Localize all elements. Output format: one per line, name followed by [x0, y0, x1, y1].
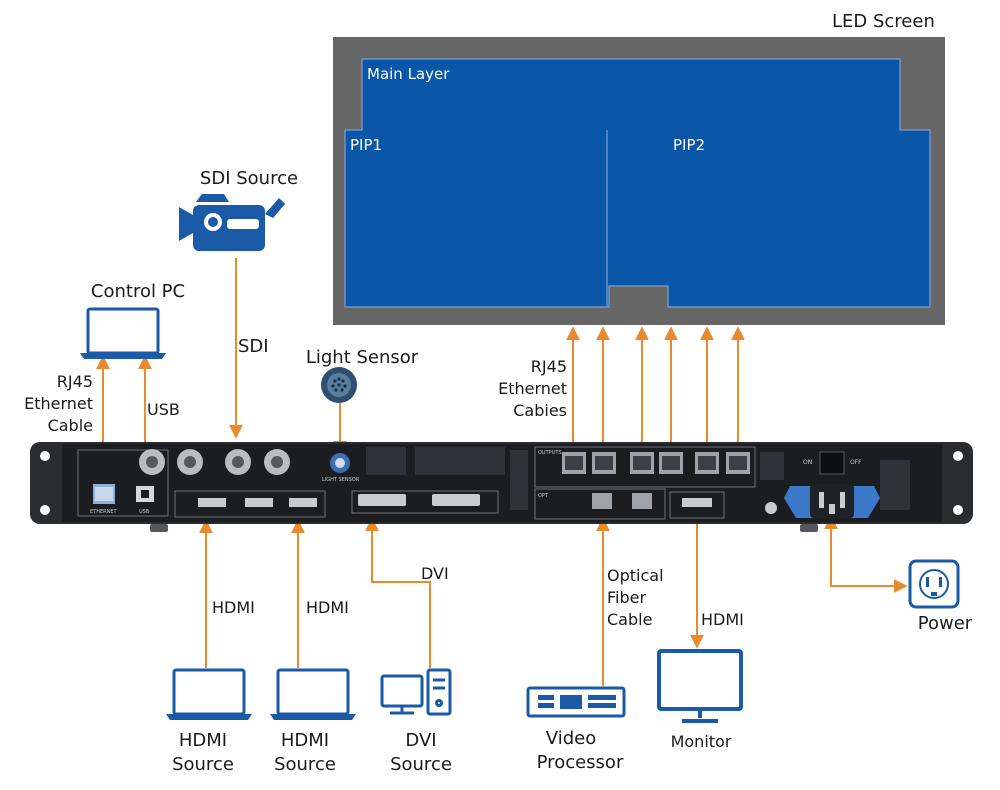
hdmi-source-2-label-1: HDMI	[280, 730, 330, 751]
dvi-source-line	[365, 517, 431, 668]
dvi-source-label-1: DVI	[405, 730, 437, 751]
main-layer-label: Main Layer	[367, 65, 450, 83]
video-controller-device	[30, 442, 973, 532]
desktop-pc-icon	[380, 668, 452, 716]
panel-label-ethernet: ETHERNET	[90, 509, 117, 515]
power-line	[824, 515, 908, 593]
light-sensor-label: Light Sensor	[305, 347, 419, 368]
hdmi-source-1-label-2: Source	[172, 754, 234, 775]
video-processor-label-2: Processor	[536, 752, 624, 773]
sdi-connectors	[139, 449, 290, 475]
video-processor-icon	[526, 686, 626, 718]
dvi-link-label: DVI	[421, 564, 449, 583]
optical-label-1: Optical	[607, 566, 664, 585]
hdmi-source-2-label-2: Source	[274, 754, 336, 775]
sdi-source-label: SDI Source	[199, 168, 299, 189]
led-screen-title: LED Screen	[832, 11, 935, 32]
rj45-output-ports	[562, 452, 750, 474]
hdmi-link-2-label: HDMI	[306, 598, 349, 617]
usb-link-label: USB	[147, 400, 180, 419]
monitor-hdmi-label: HDMI	[701, 610, 744, 629]
panel-label-light-sensor: LIGHT SENSOR	[322, 477, 360, 483]
hdmi-source-1-label-1: HDMI	[178, 730, 228, 751]
rj45-cable-label-2: Ethernet	[24, 394, 93, 413]
connection-lines	[96, 258, 908, 686]
panel-label-off: OFF	[850, 459, 862, 466]
power-socket-icon	[908, 559, 960, 609]
video-processor-label-1: Video	[545, 728, 597, 749]
rj45-cable-label-3: Cable	[47, 416, 93, 435]
panel-label-opt: OPT	[538, 493, 549, 499]
camcorder-icon	[179, 194, 285, 251]
sdi-link-label: SDI	[238, 336, 269, 357]
laptop-icon	[80, 307, 166, 359]
hdmi-link-1-label: HDMI	[212, 598, 255, 617]
pip1-label: PIP1	[350, 136, 383, 154]
rj45-cabies-label-1: RJ45	[530, 357, 567, 376]
panel-label-outputs: OUTPUTS	[538, 450, 562, 456]
led-screen	[333, 37, 945, 325]
dvi-source-label-2: Source	[390, 754, 452, 775]
control-pc-label: Control PC	[90, 281, 186, 302]
monitor-icon	[657, 649, 743, 723]
panel-label-usb: USB	[139, 509, 150, 515]
panel-label-on: ON	[803, 459, 813, 466]
power-label: Power	[917, 613, 973, 634]
rj45-cabies-label-3: Cabies	[513, 401, 567, 420]
sensor-connector-icon	[321, 367, 357, 403]
main-layer	[344, 58, 931, 308]
hdmi-source-laptop-1-icon	[166, 668, 252, 720]
optical-label-2: Fiber	[607, 588, 647, 607]
optical-label-3: Cable	[607, 610, 653, 629]
rj45-cabies-label-2: Ethernet	[498, 379, 567, 398]
rj45-cable-label-1: RJ45	[56, 372, 93, 391]
pip2-label: PIP2	[673, 136, 706, 154]
monitor-label: Monitor	[670, 732, 732, 751]
hdmi-source-laptop-2-icon	[270, 668, 356, 720]
